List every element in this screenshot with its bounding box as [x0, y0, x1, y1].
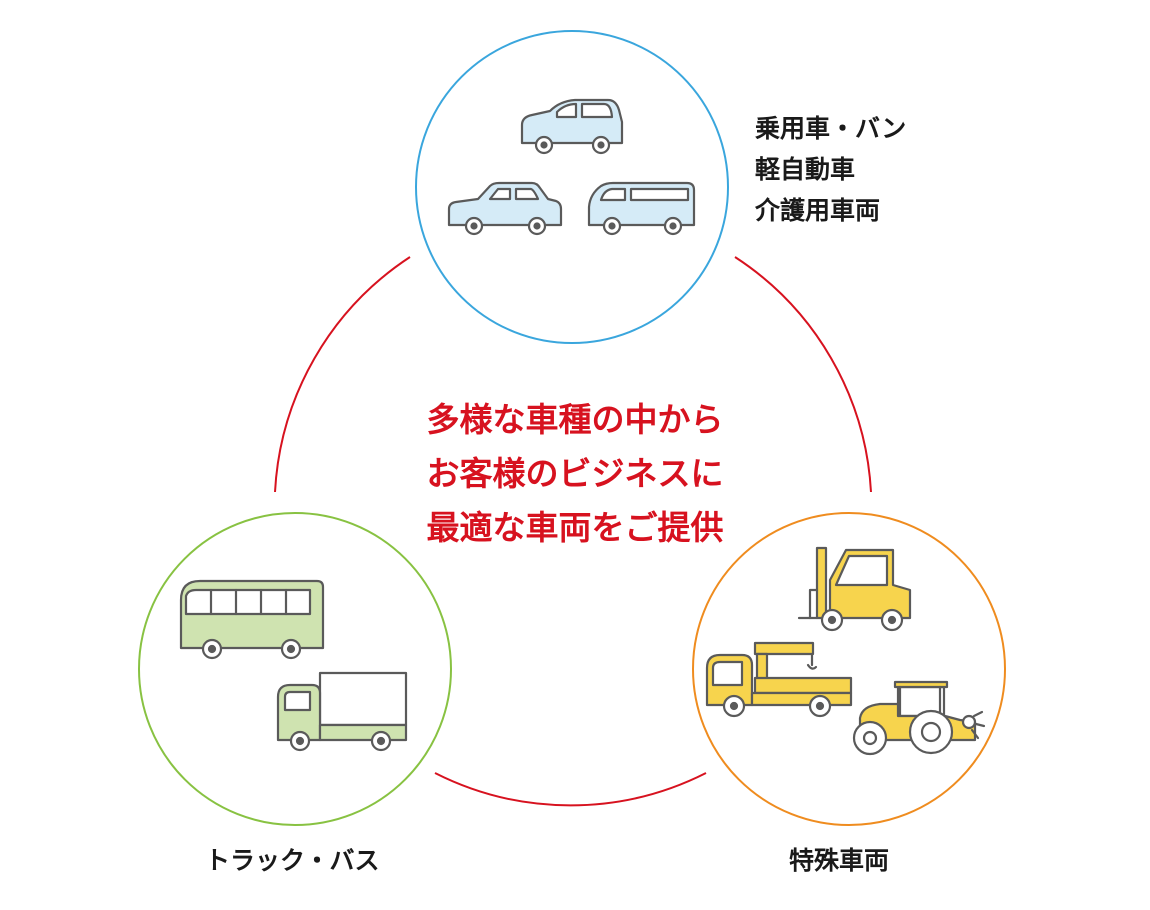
headline: 多様な車種の中から お客様のビジネスに 最適な車両をご提供: [340, 393, 810, 555]
connecting-ring: [274, 256, 872, 807]
label-special-vehicle: 特殊車両: [789, 846, 890, 875]
ring-arc-left: [274, 256, 411, 493]
headline-line-1: 多様な車種の中から: [426, 400, 724, 439]
label-truck-bus: トラック・バス: [205, 846, 380, 875]
truck-icon: [276, 671, 408, 752]
ring-arc-right: [734, 256, 872, 493]
ring-arc-bottom: [434, 772, 707, 807]
headline-line-3: 最適な車両をご提供: [426, 508, 724, 547]
label-care-vehicle: 介護用車両: [755, 196, 881, 225]
crane-truck-icon: [705, 641, 853, 718]
hatchback-car-icon: [520, 98, 624, 155]
van-icon: [587, 181, 696, 236]
label-kei-car: 軽自動車: [755, 155, 856, 184]
sedan-car-icon: [447, 181, 563, 236]
passenger-labels: 乗用車・バン 軽自動車 介護用車両: [755, 108, 906, 231]
tractor-icon: [852, 680, 986, 756]
forklift-icon: [797, 546, 912, 632]
label-passenger-van: 乗用車・バン: [755, 114, 907, 143]
truck-bus-circle: [138, 512, 452, 826]
passenger-circle: [415, 30, 729, 344]
bus-icon: [179, 579, 325, 660]
headline-line-2: お客様のビジネスに: [426, 454, 724, 493]
